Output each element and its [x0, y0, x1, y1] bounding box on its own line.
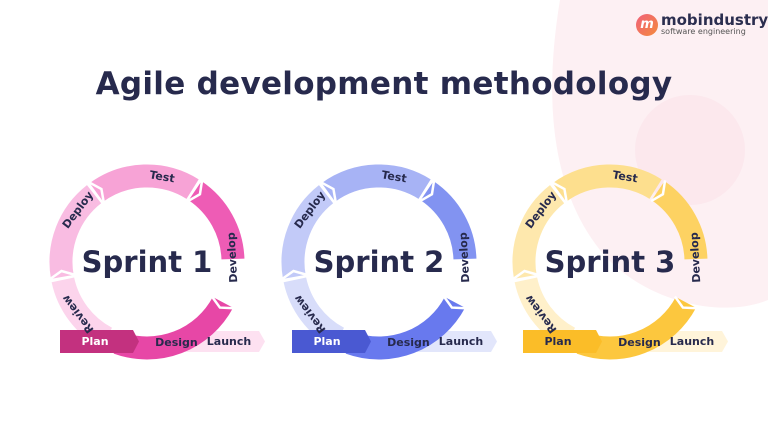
design-label: Design	[155, 336, 198, 349]
develop-label: Develop	[225, 232, 241, 283]
launch-label: Launch	[207, 335, 251, 348]
plan-segment	[292, 330, 371, 353]
sprint-label: Sprint 2	[314, 245, 445, 279]
deploy-segment	[512, 185, 565, 279]
launch-label: Launch	[439, 335, 483, 348]
segment-divider	[673, 295, 698, 310]
segment-divider	[512, 269, 538, 281]
logo-tagline: software engineering	[661, 27, 746, 36]
test-segment	[552, 164, 662, 202]
logo-name: mobindustry	[661, 11, 768, 29]
segment-divider	[419, 180, 436, 203]
segment-divider	[187, 180, 204, 203]
segment-divider	[281, 269, 307, 281]
plan-segment	[60, 330, 139, 353]
develop-segment	[651, 181, 708, 260]
segment-divider	[320, 181, 338, 203]
logo: m mobindustry software engineering	[636, 13, 768, 36]
develop-label: Develop	[688, 232, 704, 283]
plan-label: Plan	[544, 335, 571, 348]
segment-divider	[442, 295, 467, 310]
logo-mark-icon: m	[636, 13, 658, 36]
sprint-label: Sprint 3	[545, 245, 676, 279]
plan-segment	[523, 330, 602, 353]
test-segment	[89, 164, 199, 202]
design-label: Design	[618, 336, 661, 349]
deploy-segment	[49, 185, 102, 279]
segment-divider	[88, 181, 106, 203]
sprint-label: Sprint 1	[82, 245, 213, 279]
segment-divider	[49, 269, 75, 281]
test-label: Test	[148, 168, 175, 185]
test-segment	[321, 164, 431, 202]
test-label: Test	[380, 168, 407, 185]
test-label: Test	[611, 168, 638, 185]
develop-segment	[420, 181, 477, 260]
develop-label: Develop	[457, 232, 473, 283]
develop-segment	[188, 181, 245, 260]
page-title: Agile development methodology	[95, 66, 673, 102]
segment-divider	[210, 295, 235, 310]
segment-divider	[551, 181, 569, 203]
segment-divider	[650, 180, 667, 203]
deploy-segment	[281, 185, 334, 279]
launch-label: Launch	[670, 335, 714, 348]
design-label: Design	[387, 336, 430, 349]
plan-label: Plan	[313, 335, 340, 348]
plan-label: Plan	[81, 335, 108, 348]
